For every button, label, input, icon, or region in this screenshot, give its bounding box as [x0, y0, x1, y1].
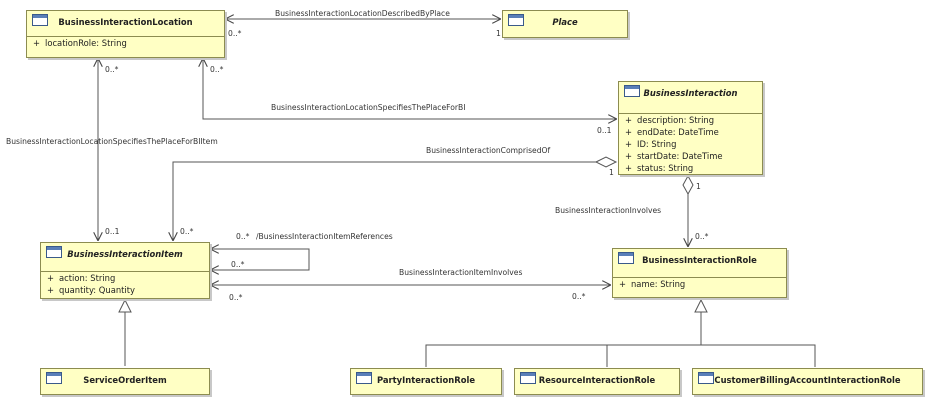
class-attribute: + endDate: DateTime: [619, 126, 762, 138]
attribute-visibility: +: [625, 151, 633, 161]
class-business-interaction-location[interactable]: BusinessInteractionLocation + locationRol…: [26, 10, 225, 58]
class-name: CustomerBillingAccountInteractionRole: [714, 375, 901, 385]
aggregation-diamond-involves: [682, 174, 694, 196]
multiplicity: 0..*: [229, 293, 243, 302]
assoc-comprised-of-line: [173, 161, 596, 240]
attribute-visibility: +: [33, 38, 41, 48]
class-service-order-item[interactable]: ServiceOrderItem: [40, 368, 210, 395]
class-attribute: + description: String: [619, 114, 762, 126]
assoc-involves-label: BusinessInteractionInvolves: [555, 206, 662, 215]
aggregation-diamond-comprised-of: [594, 156, 618, 168]
class-attribute: + locationRole: String: [27, 37, 224, 49]
assoc-item-references-label: /BusinessInteractionItemReferences: [256, 232, 393, 241]
assoc-specifies-place-for-bi-item-label: BusinessInteractionLocationSpecifiesTheP…: [6, 137, 218, 146]
generalization-triangle-role: [694, 298, 708, 313]
multiplicity: 0..*: [228, 29, 242, 38]
class-business-interaction-item[interactable]: BusinessInteractionItem +action: String+…: [40, 242, 210, 299]
class-icon: [46, 372, 62, 384]
multiplicity: 0..*: [572, 292, 586, 301]
attribute-text: quantity: Quantity: [59, 285, 135, 295]
class-name: ResourceInteractionRole: [538, 375, 656, 385]
class-name: BusinessInteraction: [643, 88, 738, 98]
assoc-item-references-line: [211, 249, 310, 270]
attribute-visibility: +: [619, 279, 627, 289]
multiplicity: 1: [609, 168, 614, 177]
class-party-interaction-role[interactable]: PartyInteractionRole: [350, 368, 502, 395]
attribute-text: status: String: [637, 163, 694, 173]
multiplicity: 0..*: [210, 65, 224, 74]
class-name: BusinessInteractionLocation: [58, 17, 193, 27]
attribute-list: + name: String: [613, 278, 786, 290]
class-customer-billing-account-interaction-role[interactable]: CustomerBillingAccountInteractionRole: [692, 368, 923, 395]
assoc-specifies-place-for-bi-label: BusinessInteractionLocationSpecifiesTheP…: [271, 103, 466, 112]
class-attribute: + ID: String: [619, 138, 762, 150]
class-icon: [46, 246, 62, 258]
assoc-described-by-place-label: BusinessInteractionLocationDescribedByPl…: [275, 9, 450, 18]
attribute-text: action: String: [59, 273, 116, 283]
class-icon: [32, 14, 48, 26]
multiplicity: 0..*: [236, 232, 250, 241]
attribute-list: + action: String + quantity: Quantity: [41, 272, 209, 296]
multiplicity: 0..*: [695, 232, 709, 241]
attribute-visibility: +: [625, 139, 633, 149]
class-name: ServiceOrderItem: [83, 375, 167, 385]
class-name: BusinessInteractionItem: [67, 249, 183, 259]
multiplicity: 0..1: [105, 227, 120, 236]
class-name: Place: [552, 17, 578, 27]
multiplicity: 0..1: [597, 126, 612, 135]
attribute-visibility: +: [47, 273, 55, 283]
class-resource-interaction-role[interactable]: ResourceInteractionRole: [514, 368, 680, 395]
class-place[interactable]: Place: [502, 10, 628, 38]
class-attribute: + status: String: [619, 162, 762, 174]
class-attribute: + action: String: [41, 272, 209, 284]
class-name: BusinessInteractionRole: [642, 255, 757, 265]
attribute-visibility: +: [625, 115, 633, 125]
class-attribute: + startDate: DateTime: [619, 150, 762, 162]
class-business-interaction[interactable]: BusinessInteraction + description: String…: [618, 81, 763, 175]
class-icon: [618, 252, 634, 264]
multiplicity: 1: [696, 182, 701, 191]
attribute-visibility: +: [625, 163, 633, 173]
attribute-visibility: +: [625, 127, 633, 137]
attribute-text: startDate: DateTime: [637, 151, 723, 161]
class-icon: [356, 372, 372, 384]
attribute-text: name: String: [631, 279, 686, 289]
class-attribute: + name: String: [613, 278, 786, 290]
class-business-interaction-role[interactable]: BusinessInteractionRole + name: String: [612, 248, 787, 298]
generalization-roles-tree: [425, 312, 816, 367]
class-icon: [520, 372, 536, 384]
attribute-text: locationRole: String: [45, 38, 127, 48]
class-icon: [624, 85, 640, 97]
attribute-list: + description: String + endDate: DateTime + I…: [619, 114, 762, 174]
class-icon: [698, 372, 714, 384]
generalization-triangle-item: [118, 298, 132, 313]
attribute-list: + locationRole: String: [27, 37, 224, 49]
assoc-item-involves-label: BusinessInteractionItemInvolves: [399, 268, 523, 277]
multiplicity: 0..*: [231, 260, 245, 269]
multiplicity: 0..*: [180, 227, 194, 236]
attribute-text: ID: String: [637, 139, 677, 149]
multiplicity: 1: [496, 29, 501, 38]
class-name: PartyInteractionRole: [376, 375, 475, 385]
assoc-specifies-place-for-bi-line: [203, 59, 616, 119]
assoc-comprised-of-label: BusinessInteractionComprisedOf: [426, 146, 551, 155]
multiplicity: 0..*: [105, 65, 119, 74]
attribute-text: description: String: [637, 115, 715, 125]
attribute-text: endDate: DateTime: [637, 127, 719, 137]
attribute-visibility: +: [47, 285, 55, 295]
class-icon: [508, 14, 524, 26]
class-attribute: + quantity: Quantity: [41, 284, 209, 296]
